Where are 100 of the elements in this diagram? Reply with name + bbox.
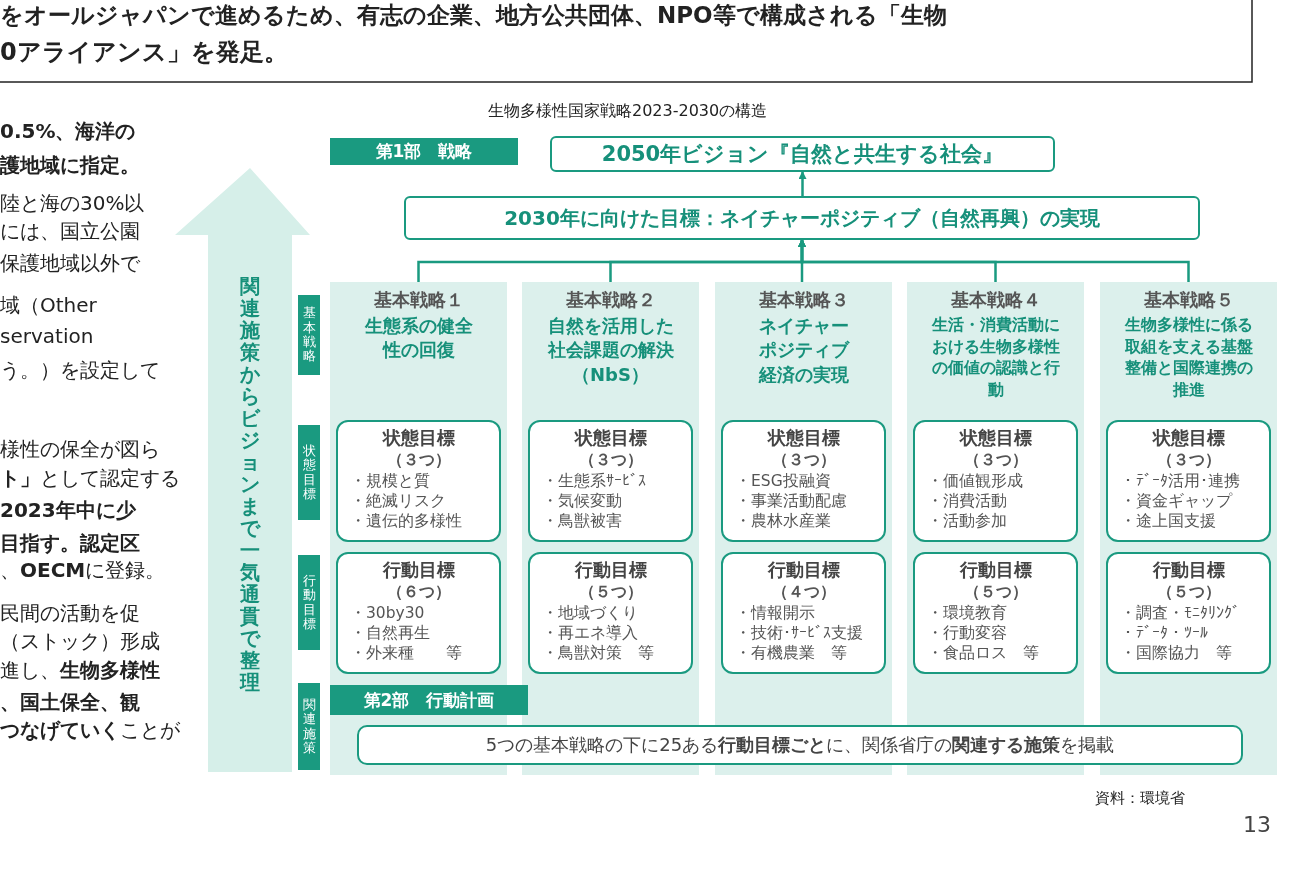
target-item: ・事業活動配慮 xyxy=(735,491,847,512)
target-box xyxy=(721,420,886,542)
target-heading: 状態目標 xyxy=(766,426,841,450)
row-tag: 状態目標 xyxy=(298,425,320,520)
target-heading: 状態目標 xyxy=(958,426,1033,450)
strategy-title: 生態系の健全性の回復 xyxy=(364,314,473,363)
target-box xyxy=(1106,420,1271,542)
target-item: ・鳥獣被害 xyxy=(542,511,622,532)
target-count: （３つ） xyxy=(385,450,452,471)
target-item: ・農林水産業 xyxy=(735,511,831,532)
target-item: ・国際協力 等 xyxy=(1120,643,1232,664)
target-count: （３つ） xyxy=(770,450,837,471)
target-heading: 状態目標 xyxy=(1151,426,1226,450)
target-box xyxy=(721,552,886,674)
body-text-line: （ストック）形成 xyxy=(0,628,160,655)
target-item: ・再エネ導入 xyxy=(542,623,638,644)
target-item: ・環境教育 xyxy=(927,603,1007,624)
target-item: ・地域づくり xyxy=(542,603,638,624)
target-count: （５つ） xyxy=(962,582,1029,603)
page-number: 13 xyxy=(1243,812,1271,837)
target-box xyxy=(336,552,501,674)
target-heading: 状態目標 xyxy=(573,426,648,450)
body-text-line: には、国立公園 xyxy=(0,218,140,245)
body-text-line: 0.5%、海洋の xyxy=(0,118,136,145)
body-text-line: 民間の活動を促 xyxy=(0,600,140,627)
target-item: ・ﾃﾞｰﾀ活用･連携 xyxy=(1120,471,1240,492)
banner-text: 0アライアンス」を発足。 xyxy=(0,37,288,68)
target-box xyxy=(913,420,1078,542)
target-item: ・有機農業 等 xyxy=(735,643,847,664)
body-text-line: 2023年中に少 xyxy=(0,497,136,524)
body-text-line: 護地域に指定。 xyxy=(0,152,140,179)
row-tag: 行動目標 xyxy=(298,555,320,650)
target-item: ・行動変容 xyxy=(927,623,1007,644)
target-item: ・技術･ｻｰﾋﾞｽ支援 xyxy=(735,623,863,644)
target-count: （５つ） xyxy=(1155,582,1222,603)
target-heading: 状態目標 xyxy=(381,426,456,450)
target-item: ・外来種 等 xyxy=(350,643,462,664)
target-item: ・途上国支援 xyxy=(1120,511,1216,532)
body-text-line: 保護地域以外で xyxy=(0,250,140,277)
target-box xyxy=(336,420,501,542)
target-item: ・消費活動 xyxy=(927,491,1007,512)
target-heading: 行動目標 xyxy=(958,558,1033,582)
connector-arrow xyxy=(798,239,1190,282)
goal-box xyxy=(550,136,1055,172)
target-item: ・ESG投融資 xyxy=(735,471,831,492)
body-text-line: 目指す。認定区 xyxy=(0,530,140,557)
target-item: ・遺伝的多様性 xyxy=(350,511,462,532)
section-tag: 第1部 戦略 xyxy=(330,138,518,165)
goal-box xyxy=(404,196,1200,240)
strategy-number: 基本戦略４ xyxy=(949,288,1042,312)
section-tag: 第2部 行動計画 xyxy=(330,685,528,715)
body-text-line: 進し、生物多様性 xyxy=(0,657,160,684)
body-text-line: 、OECMに登録。 xyxy=(0,557,166,584)
diagram-title: 生物多様性国家戦略2023-2030の構造 xyxy=(488,101,768,122)
target-count: （３つ） xyxy=(577,450,644,471)
strategy-title: ネイチャーポジティブ経済の実現 xyxy=(758,314,849,387)
target-item: ・気候変動 xyxy=(542,491,622,512)
strategy-title: 生物多様性に係る取組を支える基盤整備と国際連携の推進 xyxy=(1124,314,1253,401)
body-text-line: つなげていくことが xyxy=(0,717,180,744)
strategy-title: 生活・消費活動における生物多様性の価値の認識と行動 xyxy=(931,314,1060,401)
target-heading: 行動目標 xyxy=(1151,558,1226,582)
body-text-line: 域（Other xyxy=(0,292,97,319)
banner-text: をオールジャパンで進めるため、有志の企業、地方公共団体、NPO等で構成される「生物 xyxy=(0,1,947,30)
target-heading: 行動目標 xyxy=(573,558,648,582)
target-box xyxy=(1106,552,1271,674)
target-count: （３つ） xyxy=(962,450,1029,471)
target-item: ・食品ロス 等 xyxy=(927,643,1039,664)
body-text-line: ト」として認定する xyxy=(0,465,180,492)
target-item: ・鳥獣対策 等 xyxy=(542,643,654,664)
target-item: ・ﾃﾞｰﾀ・ﾂｰﾙ xyxy=(1120,623,1208,644)
box-text: 5つの基本戦略の下に25ある行動目標ごとに、関係省庁の関連する施策を掲載 xyxy=(485,733,1115,757)
strategy-title: 自然を活用した社会課題の解決（NbS） xyxy=(547,314,674,387)
strategy-number: 基本戦略２ xyxy=(564,288,657,312)
target-item: ・調査・ﾓﾆﾀﾘﾝｸﾞ xyxy=(1120,603,1240,624)
target-item: ・自然再生 xyxy=(350,623,430,644)
target-box xyxy=(913,552,1078,674)
row-tag: 基本戦略 xyxy=(298,295,320,375)
target-item: ・絶滅リスク xyxy=(350,491,446,512)
target-item: ・情報開示 xyxy=(735,603,815,624)
arrow-caption: 関連施策からビジョンまで一気通貫で整理 xyxy=(240,275,260,693)
source-note: 資料：環境省 xyxy=(1095,789,1185,808)
connector-arrow xyxy=(798,171,807,196)
target-count: （３つ） xyxy=(1155,450,1222,471)
target-box xyxy=(528,420,693,542)
strategy-number: 基本戦略３ xyxy=(757,288,850,312)
body-text-line: 、国土保全、観 xyxy=(0,689,140,716)
target-box xyxy=(528,552,693,674)
box-text: 2050年ビジョン『自然と共生する社会』 xyxy=(601,141,1004,168)
target-count: （５つ） xyxy=(577,582,644,603)
target-count: （６つ） xyxy=(385,582,452,603)
body-text-line: 陸と海の30%以 xyxy=(0,190,145,217)
body-text-line: う。）を設定して xyxy=(0,357,160,384)
note-box xyxy=(357,725,1243,765)
target-item: ・活動参加 xyxy=(927,511,1007,532)
row-tag: 関連施策 xyxy=(298,683,320,770)
target-item: ・価値観形成 xyxy=(927,471,1023,492)
target-item: ・30by30 xyxy=(350,603,425,624)
target-item: ・規模と質 xyxy=(350,471,430,492)
strategy-number: 基本戦略５ xyxy=(1142,288,1235,312)
body-text-line: servation xyxy=(0,324,94,348)
